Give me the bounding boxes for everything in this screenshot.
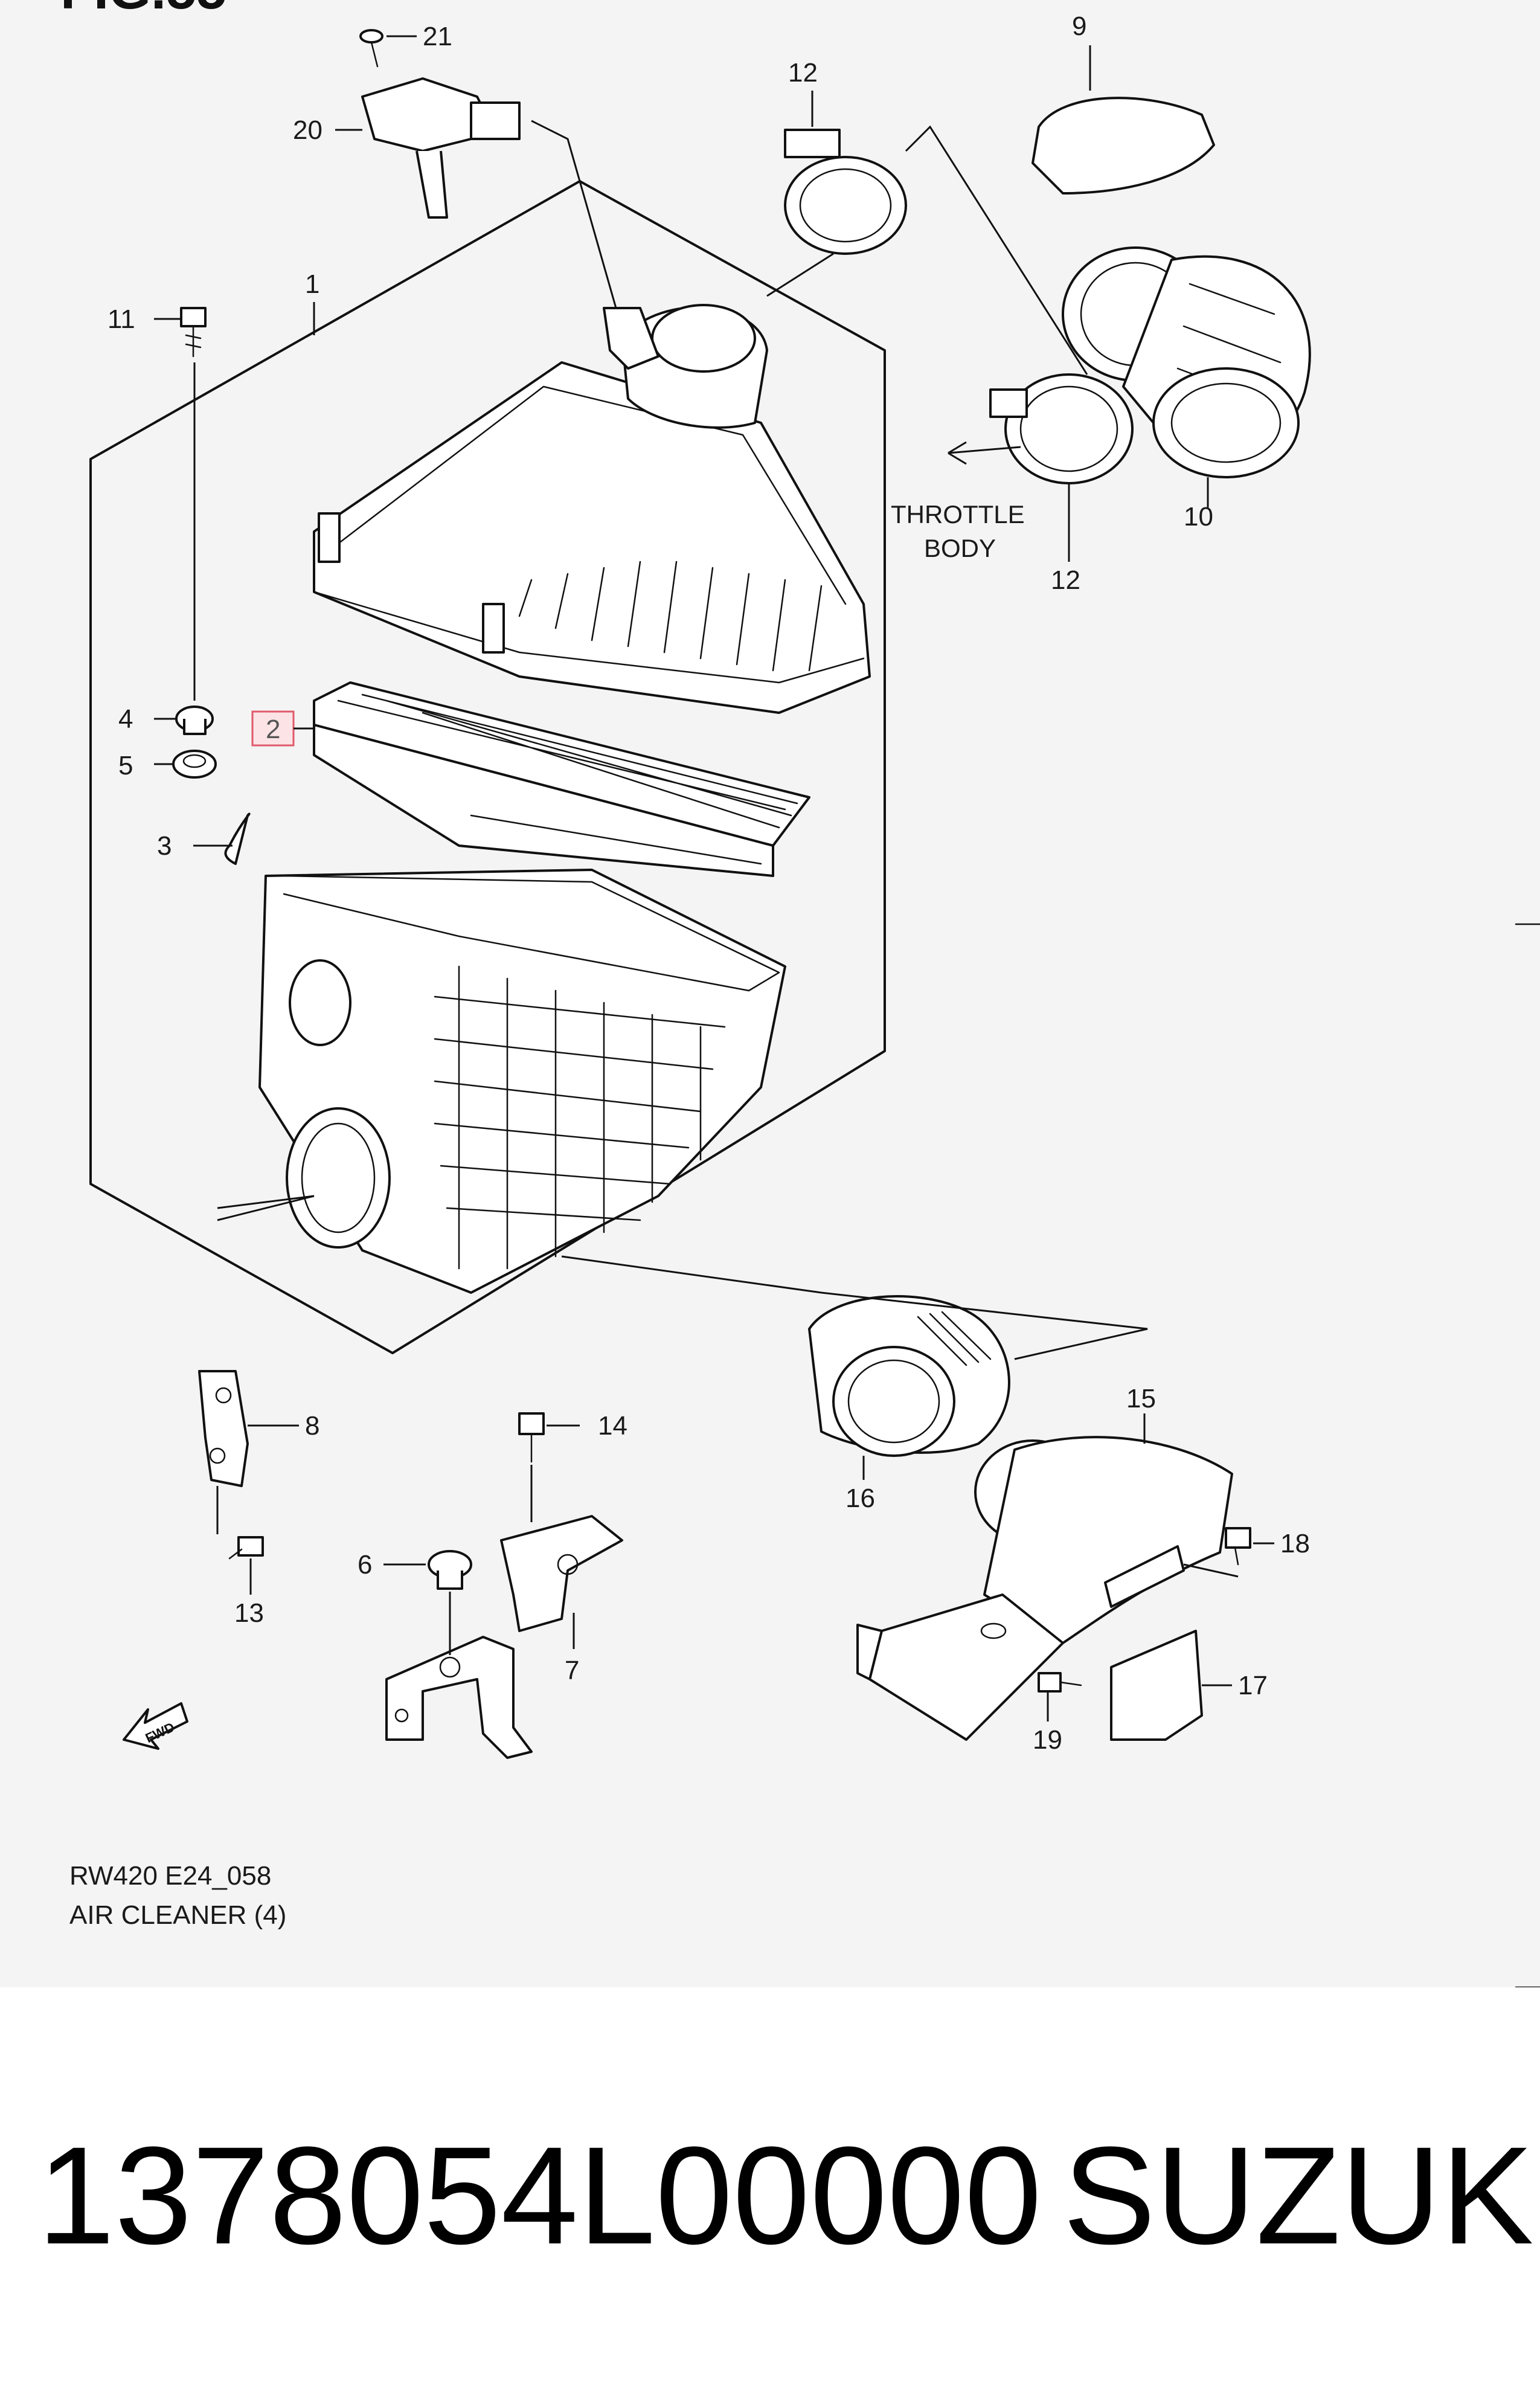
bolt-part-11 bbox=[180, 307, 207, 358]
diagram-panel: FIG.55 bbox=[0, 0, 1540, 1987]
callout-12b: 12 bbox=[1051, 565, 1080, 595]
clamp-part-12-top bbox=[784, 129, 907, 255]
duct-part-16 bbox=[808, 1295, 1010, 1457]
brand-name: SUZUKI bbox=[1063, 2118, 1540, 2273]
callout-8: 8 bbox=[305, 1411, 319, 1441]
bolt-part-13 bbox=[228, 1536, 264, 1560]
callout-7: 7 bbox=[565, 1656, 579, 1685]
intake-hose-part-10 bbox=[1062, 246, 1311, 478]
callout-1: 1 bbox=[305, 269, 319, 299]
callout-21: 21 bbox=[423, 22, 452, 51]
callout-10: 10 bbox=[1184, 502, 1213, 532]
sensor-part-20 bbox=[361, 77, 521, 219]
callout-9: 9 bbox=[1072, 11, 1086, 41]
fwd-arrow: FWD bbox=[123, 1702, 188, 1750]
grommet-part-4 bbox=[175, 706, 214, 735]
callout-15: 15 bbox=[1126, 1384, 1156, 1413]
upper-case bbox=[313, 304, 871, 714]
exploded-parts-diagram: FIG.55 bbox=[60, 0, 1540, 1987]
bolt-part-19 bbox=[1038, 1672, 1082, 1693]
callout-16: 16 bbox=[845, 1484, 875, 1513]
air-filter-element bbox=[313, 681, 810, 877]
callout-17: 17 bbox=[1238, 1671, 1268, 1700]
diagram-code: RW420 E24_058 bbox=[69, 1861, 271, 1891]
clip-part-3 bbox=[224, 812, 251, 865]
callout-2: 2 bbox=[266, 715, 280, 744]
callout-20: 20 bbox=[293, 115, 322, 145]
footer bbox=[0, 1987, 1540, 2392]
callout-13: 13 bbox=[234, 1598, 264, 1628]
callout-14: 14 bbox=[598, 1411, 627, 1441]
callout-11: 11 bbox=[107, 304, 135, 334]
throttle-body-label-line2: BODY bbox=[924, 534, 996, 562]
diagram-title: AIR CLEANER (4) bbox=[69, 1900, 286, 1930]
callout-6: 6 bbox=[358, 1550, 372, 1580]
callout-3: 3 bbox=[157, 831, 172, 861]
callout-5: 5 bbox=[118, 751, 133, 780]
screw-part-21 bbox=[359, 29, 383, 68]
intake-duct-part-15 bbox=[856, 1436, 1233, 1741]
bracket-part-8 bbox=[198, 1370, 249, 1487]
cushion-part-5 bbox=[172, 750, 217, 779]
grommet-part-6 bbox=[428, 1550, 472, 1590]
lower-case bbox=[258, 869, 786, 1294]
figure-label: FIG.55 bbox=[60, 0, 226, 21]
bolt-part-18 bbox=[1225, 1527, 1251, 1566]
callout-12a: 12 bbox=[788, 58, 818, 88]
callout-18: 18 bbox=[1280, 1529, 1310, 1558]
callout-19: 19 bbox=[1033, 1725, 1062, 1755]
highlight-box bbox=[251, 710, 295, 747]
callout-4: 4 bbox=[118, 704, 133, 734]
cover-part-9 bbox=[1031, 97, 1215, 195]
bracket-part-7 bbox=[385, 1515, 623, 1759]
clamp-part-12-lower bbox=[989, 373, 1134, 484]
throttle-body-label-line1: THROTTLE bbox=[891, 500, 1025, 529]
bolt-part-14 bbox=[518, 1412, 545, 1463]
bracket-part-17 bbox=[1104, 1545, 1203, 1741]
part-number: 1378054L00000 bbox=[37, 2118, 1042, 2273]
